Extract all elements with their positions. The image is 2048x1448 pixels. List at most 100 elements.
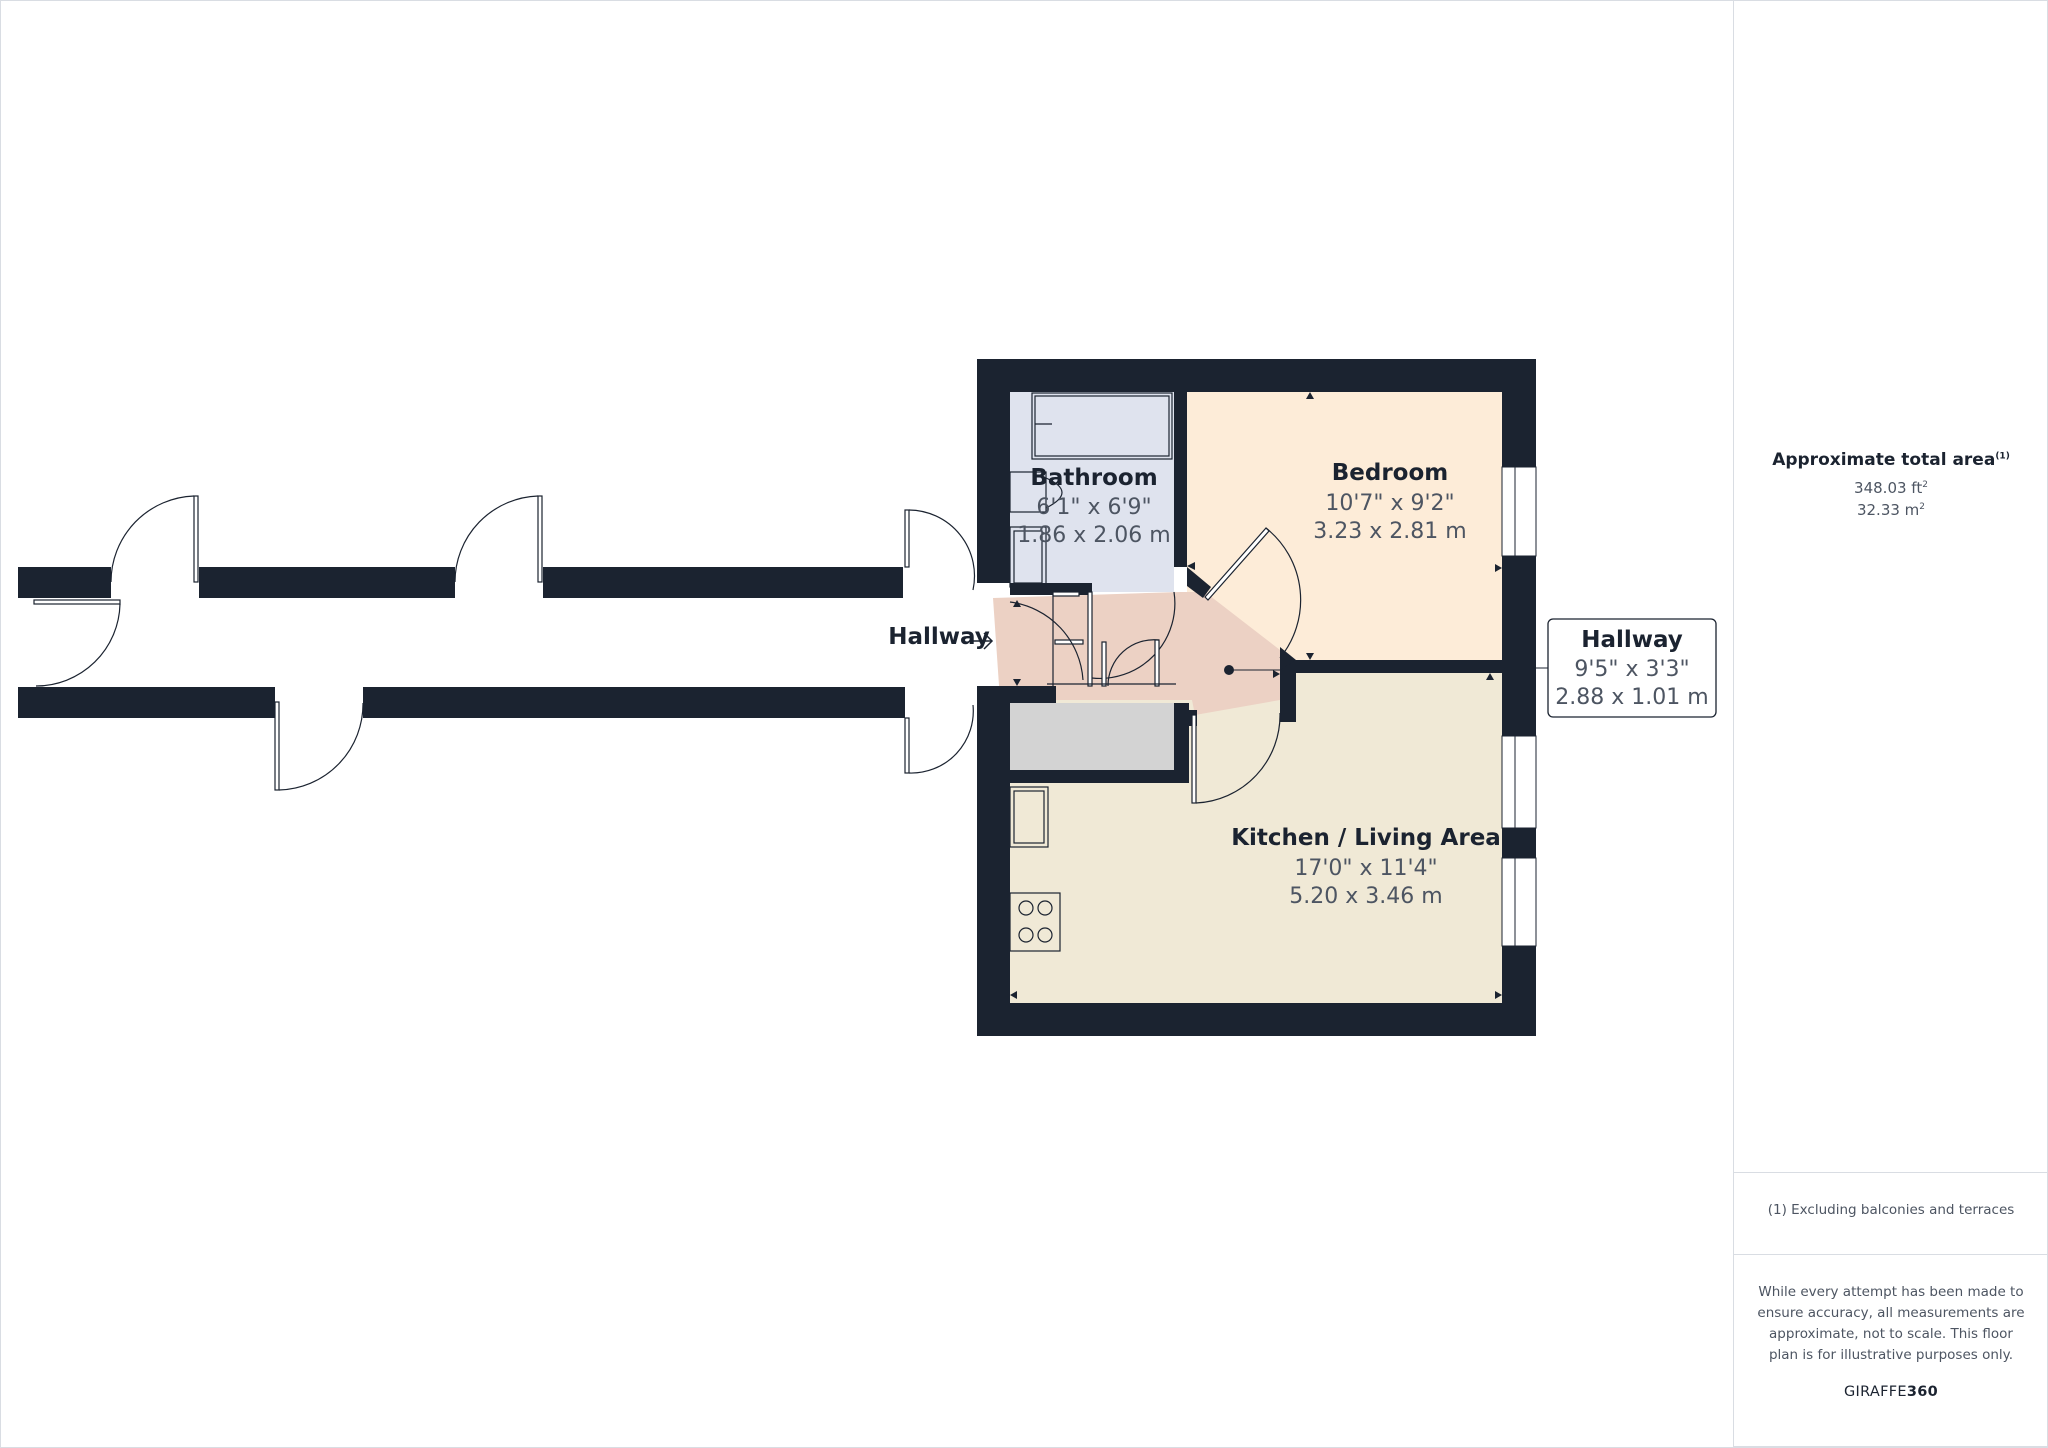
disclaimer: While every attempt has been made to ens… [1757,1284,2025,1363]
bathroom-floor [1010,392,1174,592]
markers [1010,392,1502,999]
area-m-value: 32.33 m [1856,501,1920,519]
toilet-bowl [1045,477,1063,509]
dimension-arrow [1013,679,1021,686]
window [1501,735,1537,829]
callout-dim-metric: 2.88 x 1.01 m [1555,685,1708,710]
bathroom-dim-imperial: 6'1" x 6'9" [1036,495,1151,520]
door-swing [908,509,976,591]
door-leaf [1154,639,1160,687]
wall [1280,660,1296,722]
door-swing [1009,601,1084,681]
wall [977,686,1010,1036]
wall [1502,359,1536,467]
wall [1502,946,1536,1036]
wall [1010,583,1092,595]
corridor-wall [199,567,455,598]
callout-title: Hallway [1581,627,1683,653]
door-swing [908,704,974,774]
dimension-arrow [1187,562,1195,570]
kitchen-sink-inner [1013,790,1045,844]
bathroom-dim-metric: 1.86 x 2.06 m [1017,523,1170,548]
door-leaf [1052,591,1080,597]
info-panel: Approximate total area(1) 348.03 ft2 32.… [1733,0,2048,1447]
bathroom-title: Bathroom [1030,465,1157,491]
area-metric: 32.33 m2 [1734,501,2048,519]
dimension-arrow [1013,600,1021,607]
kitchen-dim-metric: 5.20 x 3.46 m [1289,884,1442,909]
callout-dim-imperial: 9'5" x 3'3" [1574,657,1689,682]
total-area-title-text: Approximate total area [1772,450,1996,470]
bedroom-floor [1187,392,1502,660]
door-swing [1091,591,1176,680]
corridor [18,567,905,718]
bedroom-dim-imperial: 10'7" x 9'2" [1325,491,1454,516]
footnote: (1) Excluding balconies and terraces [1767,1202,2015,1218]
wall [1010,686,1056,703]
entry-arrow [970,632,994,650]
dimension-arrow [1010,991,1017,999]
area-ft-sup: 2 [1922,480,1928,490]
cupboard [1010,703,1174,770]
area-imperial: 348.03 ft2 [1734,479,2048,497]
door-leaf [904,717,910,774]
bathtub [1031,392,1173,460]
door-leaf [274,701,280,791]
door-leaf [1101,641,1107,687]
dimension-arrow [1306,653,1314,660]
dimension-arrow [1273,670,1280,678]
brand-logo: GIRAFFE360 [1734,1384,2048,1400]
hallway-callout [1547,618,1717,718]
door-leaf [1054,639,1084,645]
hallway-label: Hallway [888,624,990,650]
hob-ring [1037,927,1053,943]
wall [977,359,1010,583]
door-leaf [1191,714,1197,804]
door-swing [454,495,539,583]
dimension-arrow [1495,991,1502,999]
door-leaf [33,599,121,605]
total-area-block: Approximate total area(1) 348.03 ft2 32.… [1734,450,2048,519]
door-swing [1195,712,1281,804]
bedroom-title: Bedroom [1332,460,1449,486]
door-leaf [193,495,199,583]
door-leaf [537,495,543,583]
kitchen-title: Kitchen / Living Area [1231,825,1501,851]
corridor-wall [363,687,905,718]
corridor-wall [18,567,111,598]
window [1501,857,1537,947]
corridor-doors [33,495,976,791]
hob-ring [1018,927,1034,943]
wall [977,1003,1536,1036]
door-swing [1107,639,1160,687]
walls [977,359,1536,1036]
interior-doors [1009,527,1302,804]
floor-plan: Bathroom 6'1" x 6'9" 1.86 x 2.06 m Bedro… [18,359,1717,1036]
total-area-note: (1) [1995,451,2010,462]
wall [1010,770,1189,783]
windows [1501,466,1537,947]
brand-text: GIRAFFE [1843,1384,1907,1400]
wall [1174,703,1189,783]
door-swing [278,702,364,791]
wall [1174,392,1187,567]
window [1501,466,1537,557]
door-swing [35,603,121,687]
dimension-arrow [1495,564,1502,572]
kitchen-dim-imperial: 17'0" x 11'4" [1294,856,1437,881]
total-area-title: Approximate total area(1) [1734,450,2048,470]
divider [1734,1254,2048,1255]
wall [1502,828,1536,858]
corridor-wall [18,687,275,718]
area-m-sup: 2 [1919,502,1926,512]
wall [1502,556,1536,736]
bedroom-dim-metric: 3.23 x 2.81 m [1313,519,1466,544]
dimension-arrow [1306,392,1314,399]
wall [1187,567,1211,598]
wall [1280,660,1502,673]
door-swing [1265,527,1302,659]
wall [977,359,1536,392]
door-leaf [1087,591,1093,687]
corridor-wall [543,567,903,598]
bathtub-inner [1034,395,1170,457]
